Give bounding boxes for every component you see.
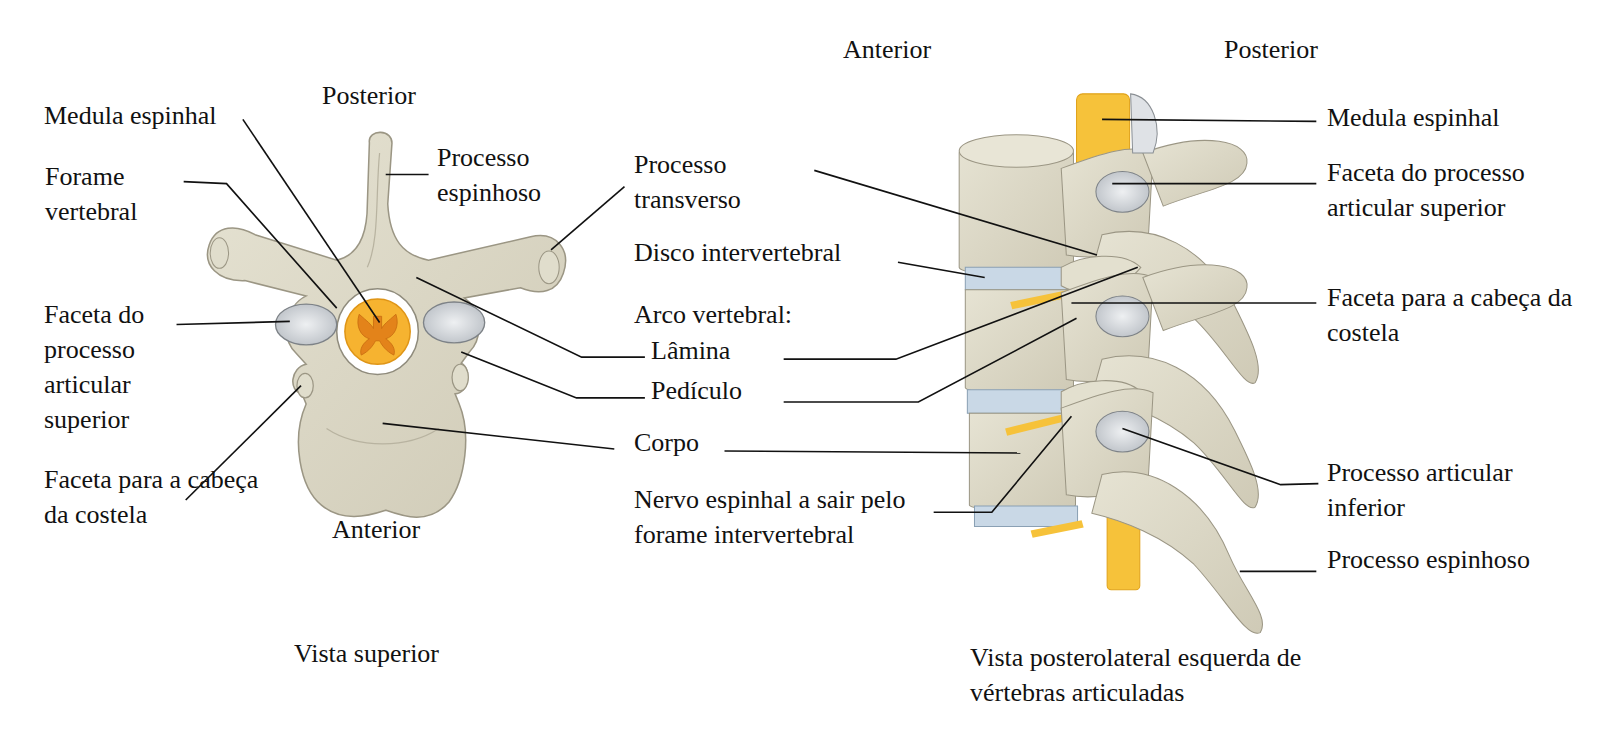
group-label: Arco vertebral: bbox=[634, 297, 792, 332]
part-label: Pedículo bbox=[651, 373, 742, 408]
view-caption: Vista superior bbox=[294, 636, 439, 671]
part-label: Faceta do processo articular superior bbox=[1327, 155, 1589, 225]
orientation-label: Posterior bbox=[1224, 32, 1318, 67]
articulated-vertebrae bbox=[959, 94, 1262, 634]
part-label: Processo transverso bbox=[634, 147, 784, 217]
view-caption: Vista posterolateral esquerda de vértebr… bbox=[970, 640, 1342, 710]
part-label: Medula espinhal bbox=[1327, 100, 1500, 135]
part-label: Processo espinhoso bbox=[437, 140, 577, 210]
part-label: Forame vertebral bbox=[45, 159, 185, 229]
part-label: Nervo espinhal a sair pelo forame interv… bbox=[634, 482, 919, 552]
part-label: Faceta para a cabeça da costela bbox=[44, 462, 274, 532]
part-label: Corpo bbox=[634, 425, 699, 460]
orientation-label: Posterior bbox=[322, 78, 416, 113]
orientation-label: Anterior bbox=[332, 512, 420, 547]
part-label: Processo espinhoso bbox=[1327, 542, 1530, 577]
part-label: Faceta do processo articular superior bbox=[44, 297, 184, 437]
part-label: Lâmina bbox=[651, 333, 730, 368]
orientation-label: Anterior bbox=[843, 32, 931, 67]
part-label: Disco intervertebral bbox=[634, 235, 841, 270]
part-label: Faceta para a cabeça da costela bbox=[1327, 280, 1593, 350]
part-label: Medula espinhal bbox=[44, 98, 217, 133]
part-label: Processo articular inferior bbox=[1327, 455, 1579, 525]
leader-lines bbox=[177, 119, 1319, 571]
